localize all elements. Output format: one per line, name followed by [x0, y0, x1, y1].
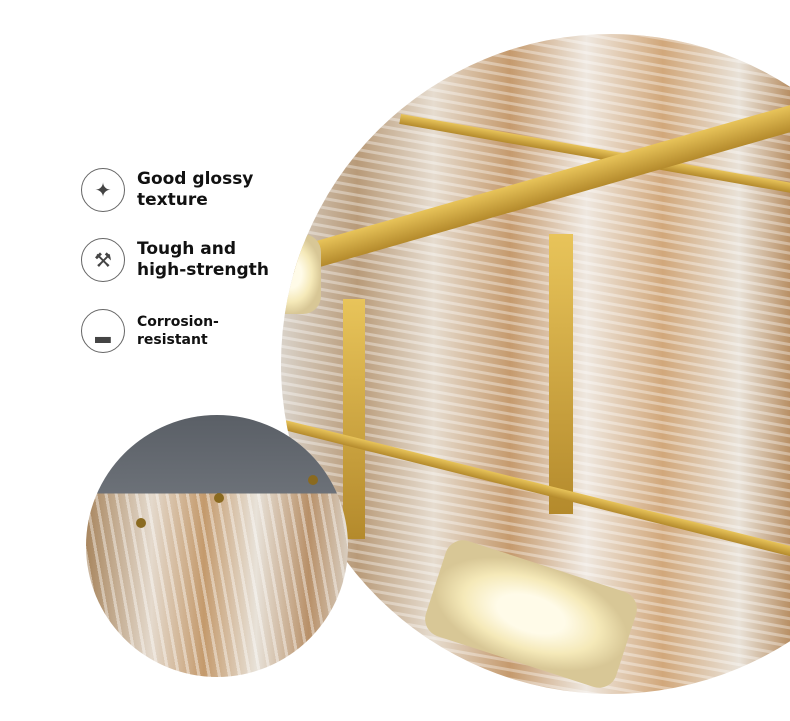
brass-ring-top: [399, 114, 790, 222]
feature-line: high-strength: [137, 260, 269, 280]
feature-line: Tough and: [137, 239, 237, 259]
feature-line: texture: [137, 190, 208, 210]
rivet: [214, 493, 224, 503]
brass-rod-left: [343, 299, 365, 539]
brass-ring-bottom: [281, 419, 790, 565]
feature-line: resistant: [137, 332, 208, 348]
led-bulb-top: [281, 234, 321, 314]
led-bulb: [425, 540, 637, 688]
feature-line: Good glossy: [137, 169, 254, 189]
hammer-icon: ⚒: [81, 238, 125, 282]
feature-corrosion: ▂ Corrosion-resistant: [81, 309, 219, 353]
brass-rod: [549, 234, 573, 514]
rivet: [308, 475, 318, 485]
chandelier-closeup-image: [281, 34, 790, 694]
feature-line: Corrosion-: [137, 314, 219, 330]
sparkle-icon: ✦: [81, 168, 125, 212]
glass-detail-image: [86, 415, 348, 677]
rivet: [136, 518, 146, 528]
corrosion-icon: ▂: [81, 309, 125, 353]
brass-arm: [281, 105, 790, 279]
